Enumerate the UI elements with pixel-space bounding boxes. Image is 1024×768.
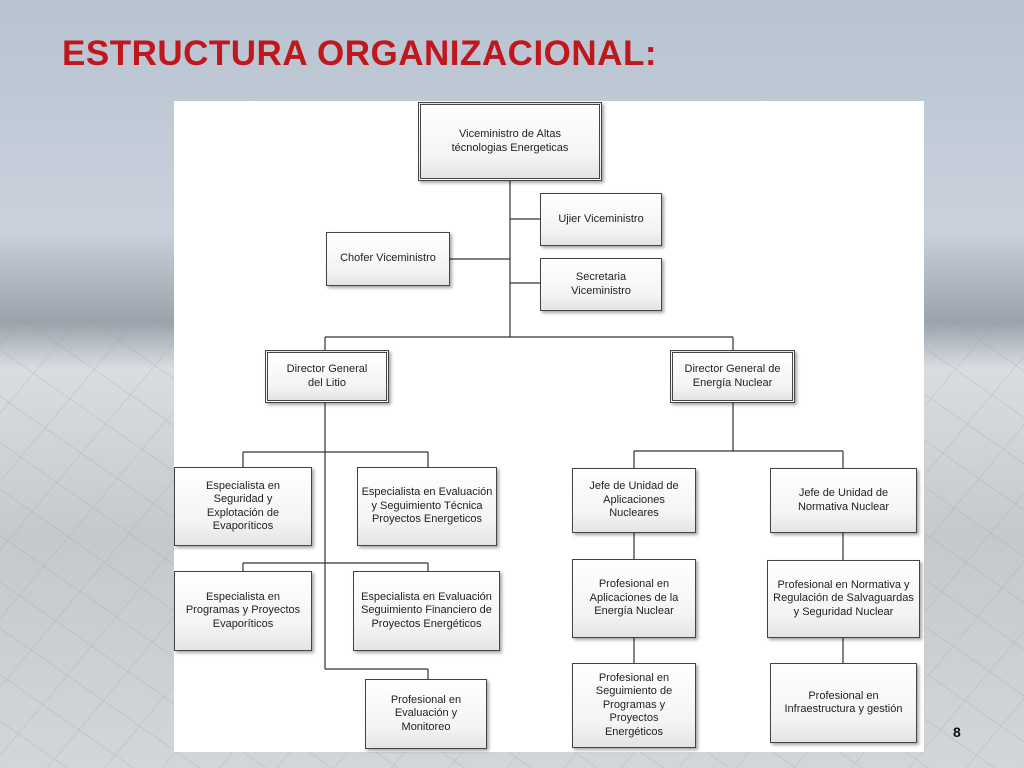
org-node-profesional-monitoreo: Profesional en Evaluación y Monitoreo xyxy=(365,679,487,749)
slide-title: ESTRUCTURA ORGANIZACIONAL: xyxy=(62,34,657,73)
org-chart-connectors xyxy=(242,181,844,679)
org-node-profesional-seguimiento: Profesional en Seguimiento de Programas … xyxy=(572,663,696,748)
org-node-especialista-evaluacion-financiero: Especialista en Evaluación Seguimiento F… xyxy=(353,571,500,651)
org-node-jefe-aplicaciones: Jefe de Unidad de Aplicaciones Nucleares xyxy=(572,468,696,533)
page-number: 8 xyxy=(953,724,961,740)
org-node-director-litio: Director General del Litio xyxy=(265,350,389,403)
org-chart: Viceministro de Altas técnologias Energe… xyxy=(174,101,924,752)
org-node-viceministro: Viceministro de Altas técnologias Energe… xyxy=(418,102,602,181)
org-node-jefe-normativa: Jefe de Unidad de Normativa Nuclear xyxy=(770,468,917,533)
org-node-especialista-programas: Especialista en Programas y Proyectos Ev… xyxy=(174,571,312,651)
org-node-profesional-aplicaciones: Profesional en Aplicaciones de la Energí… xyxy=(572,559,696,638)
org-node-ujier: Ujier Viceministro xyxy=(540,193,662,246)
org-node-director-nuclear: Director General de Energía Nuclear xyxy=(670,350,795,403)
org-node-profesional-infraestructura: Profesional en Infraestructura y gestión xyxy=(770,663,917,743)
org-node-especialista-evaluacion-tecnica: Especialista en Evaluación y Seguimiento… xyxy=(357,467,497,546)
org-node-chofer: Chofer Viceministro xyxy=(326,232,450,286)
org-node-profesional-normativa: Profesional en Normativa y Regulación de… xyxy=(767,560,920,638)
org-node-especialista-seguridad: Especialista en Seguridad y Explotación … xyxy=(174,467,312,546)
org-node-secretaria: Secretaria Viceministro xyxy=(540,258,662,311)
